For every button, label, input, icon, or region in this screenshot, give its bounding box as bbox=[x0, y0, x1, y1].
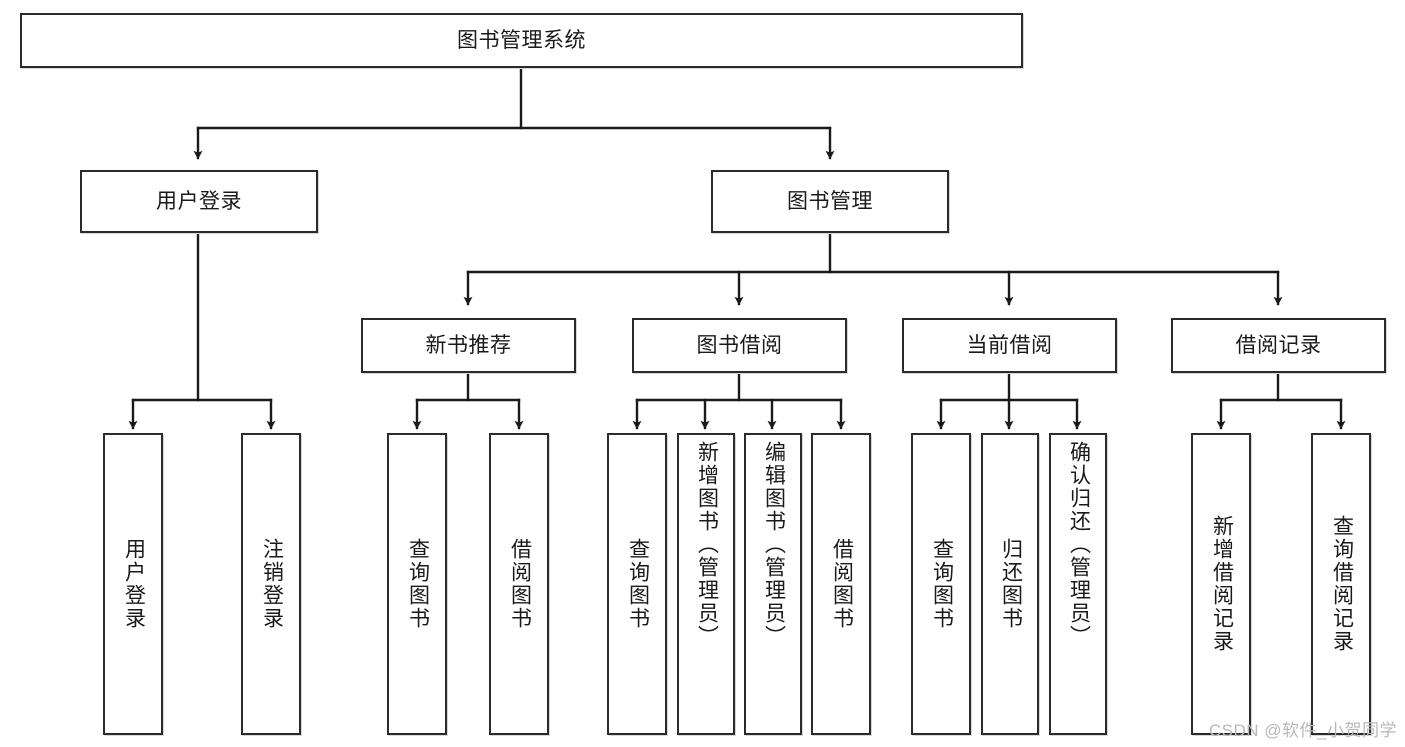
node-book-management[interactable]: 图书管理 bbox=[711, 170, 949, 233]
node-label: 查询图书 bbox=[406, 538, 430, 630]
watermark-text: CSDN @软件_小贺同学 bbox=[1208, 721, 1397, 740]
node-label: 用户登录 bbox=[122, 538, 146, 630]
node-label: 新增图书（管理员） bbox=[695, 441, 719, 648]
node-label: 查询图书 bbox=[930, 538, 954, 630]
node-leaf-borrow-book-recommend[interactable]: 借阅图书 bbox=[489, 433, 549, 735]
node-label: 查询借阅记录 bbox=[1330, 515, 1354, 653]
node-leaf-confirm-return-admin[interactable]: 确认归还（管理员） bbox=[1049, 433, 1107, 735]
node-leaf-logout-login[interactable]: 注销登录 bbox=[241, 433, 301, 735]
node-label: 当前借阅 bbox=[966, 333, 1053, 357]
node-label: 图书管理系统 bbox=[457, 28, 586, 52]
node-leaf-borrow-book-borrow[interactable]: 借阅图书 bbox=[811, 433, 871, 735]
node-current-borrow[interactable]: 当前借阅 bbox=[902, 318, 1117, 373]
node-leaf-add-book-admin[interactable]: 新增图书（管理员） bbox=[677, 433, 735, 735]
node-borrow-record[interactable]: 借阅记录 bbox=[1171, 318, 1386, 373]
node-label: 图书管理 bbox=[787, 189, 873, 213]
node-leaf-user-login[interactable]: 用户登录 bbox=[103, 433, 163, 735]
node-leaf-return-book[interactable]: 归还图书 bbox=[981, 433, 1039, 735]
node-label: 借阅图书 bbox=[508, 538, 532, 630]
node-label: 用户登录 bbox=[156, 189, 242, 213]
node-leaf-query-book-current[interactable]: 查询图书 bbox=[911, 433, 971, 735]
node-leaf-edit-book-admin[interactable]: 编辑图书（管理员） bbox=[744, 433, 802, 735]
node-label: 查询图书 bbox=[626, 538, 650, 630]
node-leaf-add-borrow-record[interactable]: 新增借阅记录 bbox=[1191, 433, 1251, 735]
node-label: 编辑图书（管理员） bbox=[762, 441, 786, 648]
node-label: 借阅图书 bbox=[830, 538, 854, 630]
node-leaf-query-book-recommend[interactable]: 查询图书 bbox=[387, 433, 447, 735]
connector-lines bbox=[128, 66, 1346, 430]
node-label: 新书推荐 bbox=[425, 333, 512, 357]
node-label: 借阅记录 bbox=[1235, 333, 1322, 357]
node-label: 新增借阅记录 bbox=[1210, 515, 1234, 653]
node-label: 归还图书 bbox=[999, 538, 1023, 630]
node-label: 确认归还（管理员） bbox=[1067, 441, 1091, 648]
node-root-book-management-system[interactable]: 图书管理系统 bbox=[20, 13, 1023, 68]
node-label: 图书借阅 bbox=[696, 333, 783, 357]
node-new-book-recommend[interactable]: 新书推荐 bbox=[361, 318, 576, 373]
node-leaf-query-book-borrow[interactable]: 查询图书 bbox=[607, 433, 667, 735]
node-user-login[interactable]: 用户登录 bbox=[80, 170, 318, 233]
node-book-borrow[interactable]: 图书借阅 bbox=[632, 318, 847, 373]
node-label: 注销登录 bbox=[260, 538, 284, 630]
node-leaf-query-borrow-record[interactable]: 查询借阅记录 bbox=[1311, 433, 1371, 735]
